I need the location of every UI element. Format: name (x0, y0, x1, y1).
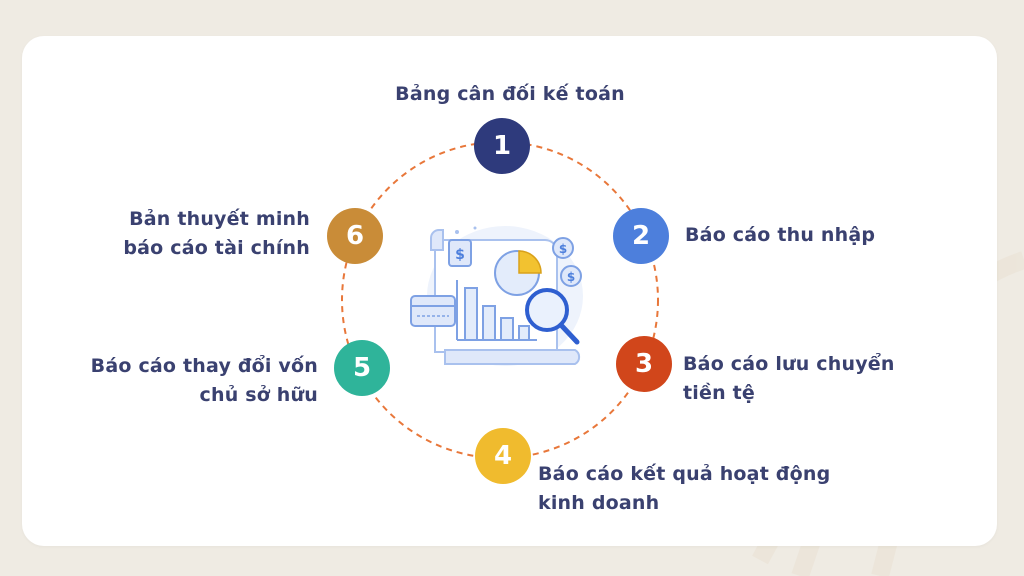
step-2-badge: 2 (613, 208, 669, 264)
step-2-label-line: Báo cáo thu nhập (685, 224, 876, 246)
step-4-label-line-1: Báo cáo kết quả hoạt động (538, 463, 831, 485)
step-6-label-line-2: báo cáo tài chính (123, 237, 310, 259)
step-3-label-line-2: tiền tệ (683, 382, 755, 404)
step-5-label-line-2: chủ sở hữu (199, 384, 318, 406)
step-3-label-line-1: Báo cáo lưu chuyển (683, 353, 895, 375)
step-1-label-line: Bảng cân đối kế toán (395, 83, 625, 105)
svg-text:$: $ (567, 270, 575, 284)
step-4-label: Báo cáo kết quả hoạt động kinh doanh (538, 460, 830, 518)
step-2-label: Báo cáo thu nhập (685, 221, 875, 250)
financial-report-illustration: $ $ $ (410, 226, 583, 366)
magnifier-icon (525, 288, 580, 345)
step-5-label-line-1: Báo cáo thay đổi vốn (90, 355, 318, 377)
dollar-coin-icon: $ $ $ (448, 237, 582, 287)
pie-chart-icon (494, 250, 542, 296)
step-5-label: Báo cáo thay đổi vốn chủ sở hữu (60, 352, 318, 410)
svg-text:$: $ (559, 242, 567, 256)
step-4-badge: 4 (475, 428, 531, 484)
step-3-badge: 3 (616, 336, 672, 392)
step-1-label: Bảng cân đối kế toán (385, 80, 635, 109)
step-6-badge: 6 (327, 208, 383, 264)
step-5-badge: 5 (334, 340, 390, 396)
step-6-label-line-1: Bản thuyết minh (129, 208, 310, 230)
svg-text:$: $ (455, 247, 465, 263)
sparkle-icon (455, 226, 477, 234)
step-6-label: Bản thuyết minh báo cáo tài chính (90, 205, 310, 263)
step-3-label: Báo cáo lưu chuyển tiền tệ (683, 350, 895, 408)
bar-chart-icon (456, 280, 537, 341)
step-1-badge: 1 (474, 118, 530, 174)
credit-card-icon (410, 295, 456, 327)
step-4-label-line-2: kinh doanh (538, 492, 660, 514)
